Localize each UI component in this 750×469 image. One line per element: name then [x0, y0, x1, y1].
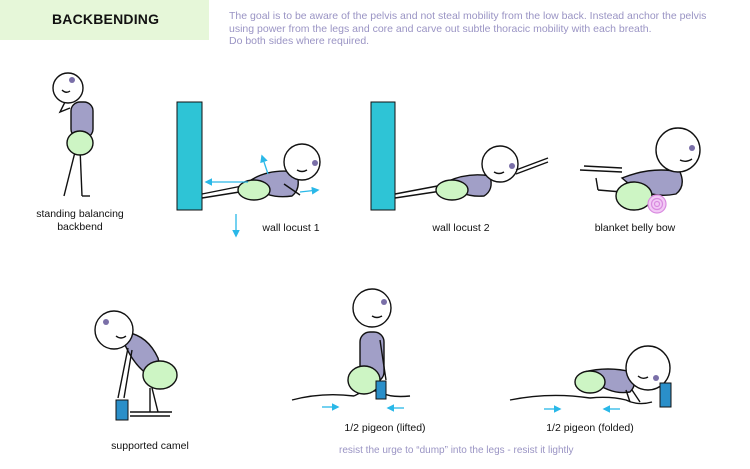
label-supported-camel: supported camel: [111, 440, 189, 452]
label-blanket-belly-bow: blanket belly bow: [594, 222, 676, 234]
figure-blanket-belly-bow: [579, 127, 701, 214]
block: [115, 399, 129, 421]
label-standing-line-2: backbend: [57, 221, 103, 233]
figure-standing-balancing-backbend: [52, 72, 94, 197]
wall: [370, 101, 396, 211]
label-wall-locust-2: wall locust 2: [432, 222, 490, 234]
figure-wall-locust-2: [370, 101, 549, 211]
wall: [176, 101, 203, 211]
label-standing-balancing-backbend: standing balancing backbend: [20, 208, 140, 234]
label-pigeon-folded: 1/2 pigeon (folded): [546, 422, 634, 434]
label-wall-locust-1: wall locust 1: [262, 222, 320, 234]
footnote: resist the urge to “dump” into the legs …: [339, 445, 574, 456]
figure-supported-camel: [94, 310, 178, 421]
figure-pigeon-lifted: [291, 288, 411, 412]
description-line-3: Do both sides where required.: [229, 35, 370, 47]
label-pigeon-lifted: 1/2 pigeon (lifted): [344, 422, 426, 434]
description: The goal is to be aware of the pelvis an…: [229, 10, 745, 48]
description-line-2: using power from the legs and core and c…: [229, 22, 652, 35]
figure-pigeon-folded: [509, 345, 672, 413]
label-standing-line-1: standing balancing: [36, 208, 124, 220]
block: [659, 382, 672, 408]
page-title: BACKBENDING: [52, 11, 160, 27]
description-line-1: The goal is to be aware of the pelvis an…: [229, 10, 707, 22]
title-banner: [0, 0, 209, 40]
blanket-icon: [647, 194, 667, 214]
figure-wall-locust-1: [176, 101, 321, 238]
block: [375, 380, 387, 400]
